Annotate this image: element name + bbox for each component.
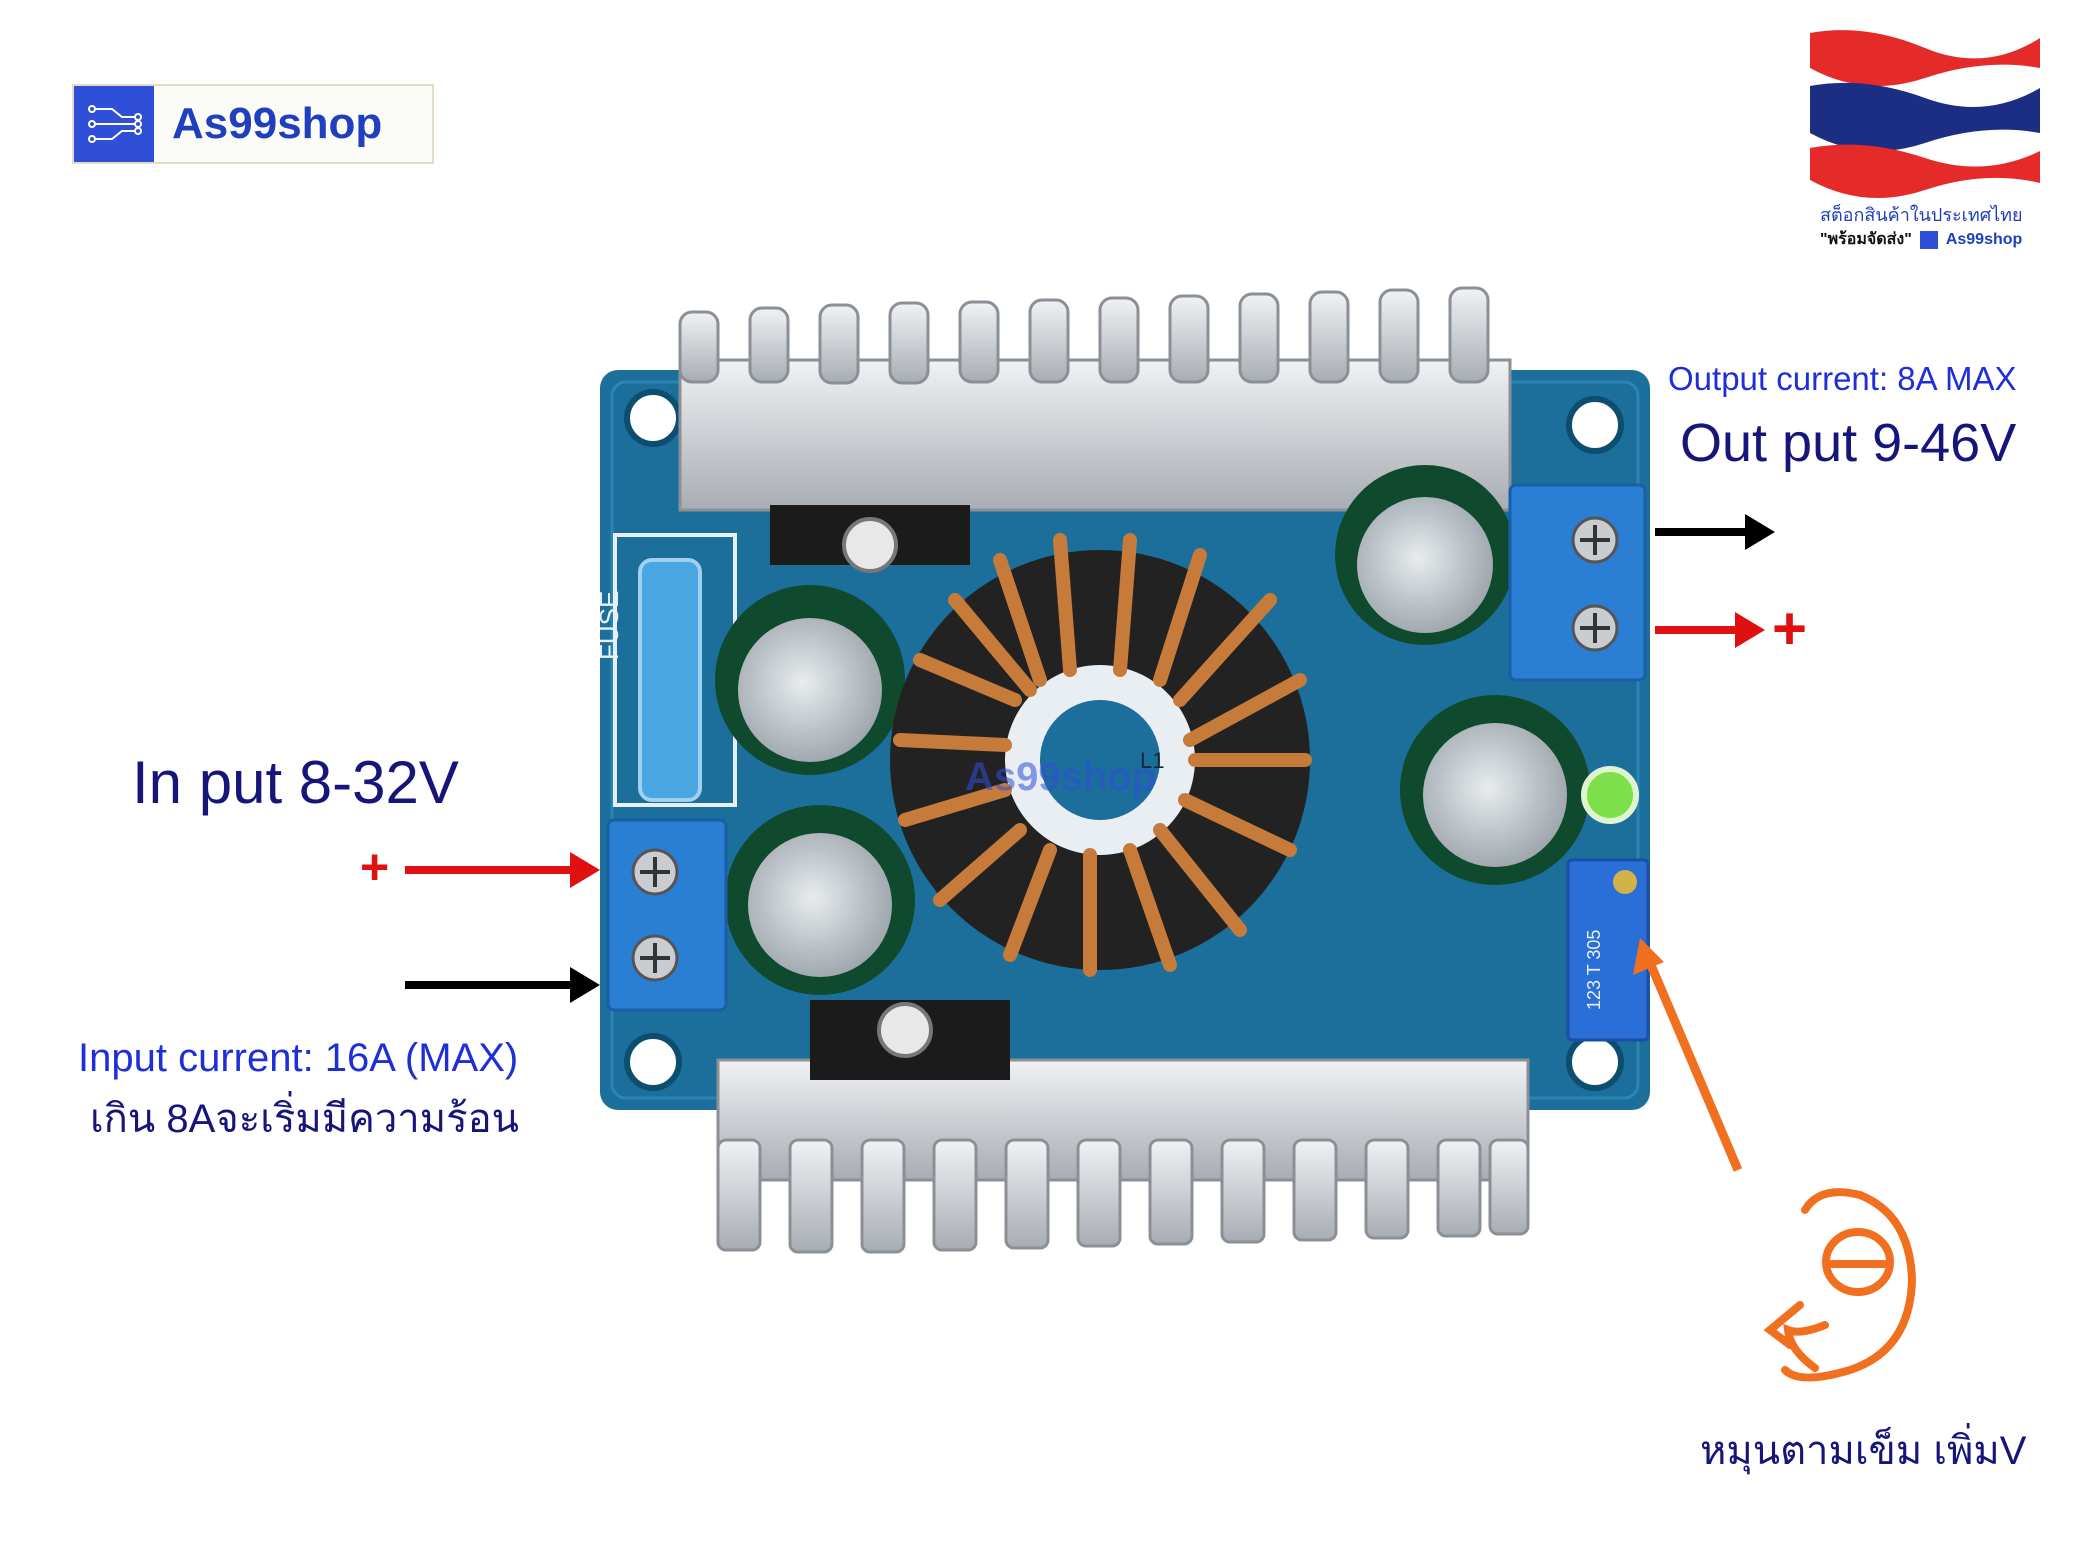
mini-brand: As99shop	[1945, 230, 2023, 248]
trimmer-potentiometer: 123 T 305	[1566, 858, 1650, 1042]
circuit-icon	[74, 86, 154, 162]
input-plus-sign: +	[360, 839, 390, 895]
mini-logo-icon	[1919, 230, 1938, 249]
output-current-label: Output current: 8A MAX	[1668, 360, 2017, 397]
inductor: L1	[890, 533, 1312, 977]
brand-logo: As99shop	[72, 84, 434, 164]
adjust-voltage-note: หมุนตามเข็ม เพิ่มV	[1700, 1429, 2027, 1473]
led-indicator	[1581, 766, 1639, 824]
ready-text: "พร้อมจัดส่ง"	[1820, 231, 1912, 248]
clockwise-rotation-icon	[1763, 1188, 1917, 1382]
input-voltage-label: In put 8-32V	[132, 749, 459, 816]
input-heat-note: เกิน 8Aจะเริ่มมีความร้อน	[90, 1097, 519, 1141]
fuse-label: FUSE	[594, 591, 624, 660]
trimmer-label: 123 T 305	[1584, 930, 1604, 1010]
output-terminal	[1508, 483, 1647, 682]
stock-caption: สต็อกสินค้าในประเทศไทย	[1820, 205, 2023, 225]
ready-caption: "พร้อมจัดส่ง" As99shop	[1820, 227, 2022, 252]
brand-name: As99shop	[154, 86, 432, 162]
inductor-label: L1	[1140, 748, 1164, 773]
output-voltage-label: Out put 9-46V	[1680, 413, 2017, 473]
bottom-heatsink	[716, 1000, 1530, 1254]
arrows	[405, 514, 1775, 1172]
watermark-text: As99shop	[965, 755, 1156, 799]
output-plus-sign: +	[1772, 595, 1808, 662]
capacitors	[715, 465, 1590, 995]
thai-flag-icon	[1805, 18, 2045, 248]
input-terminal	[606, 818, 728, 1012]
input-current-label: Input current: 16A (MAX)	[78, 1036, 519, 1080]
